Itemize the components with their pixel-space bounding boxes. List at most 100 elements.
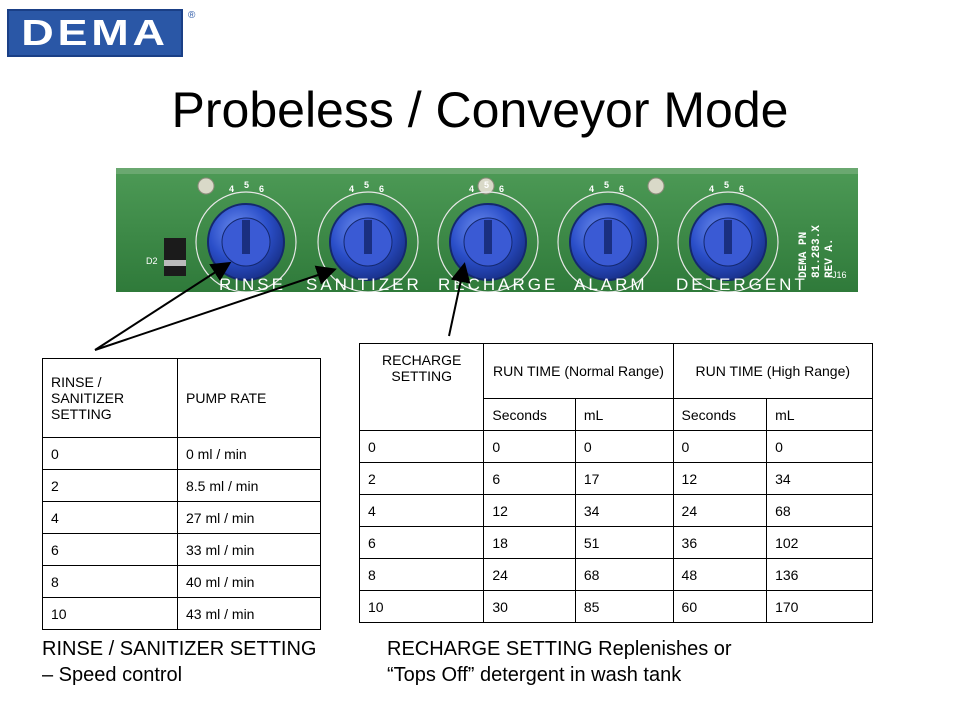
table-cell: 51 <box>574 526 674 559</box>
table-cell: 34 <box>574 494 674 527</box>
table-cell: 102 <box>766 526 873 559</box>
svg-text:6: 6 <box>259 184 264 194</box>
header-run-time-high: RUN TIME (High Range) <box>672 343 874 399</box>
caption-rinse-sanitizer: RINSE / SANITIZER SETTING – Speed contro… <box>42 636 382 688</box>
table-cell: 2 <box>42 469 178 502</box>
knob-label-alarm: ALARM <box>574 275 648 292</box>
table-cell: 0 <box>672 430 768 463</box>
svg-text:5: 5 <box>244 180 249 190</box>
table-cell: 27 ml / min <box>177 501 321 534</box>
caption-line: RINSE / SANITIZER SETTING <box>42 638 317 660</box>
table-cell: 12 <box>483 494 576 527</box>
knob-label-rinse: RINSE <box>219 275 286 292</box>
table-cell: 6 <box>358 526 485 559</box>
knob-alarm <box>557 191 659 292</box>
dema-logo: DEMA <box>7 9 183 57</box>
table-cell: 48 <box>672 558 768 591</box>
caption-line: “Tops Off” detergent in wash tank <box>387 664 682 686</box>
table-cell: 0 <box>574 430 674 463</box>
table-cell: 24 <box>483 558 576 591</box>
table-cell: 30 <box>483 590 576 623</box>
table-cell: 0 <box>358 430 485 463</box>
table-cell: 2 <box>358 462 485 495</box>
table-cell: 68 <box>766 494 873 527</box>
table-cell: 8 <box>358 558 485 591</box>
svg-text:6: 6 <box>619 184 624 194</box>
header-pump-rate: PUMP RATE <box>177 358 321 438</box>
logo-text: DEMA <box>21 12 169 53</box>
table-cell: 60 <box>672 590 768 623</box>
table-cell: 18 <box>483 526 576 559</box>
table-cell: 33 ml / min <box>177 533 321 566</box>
table-cell: 8 <box>42 565 178 598</box>
table-cell: 12 <box>672 462 768 495</box>
table-cell: 6 <box>483 462 576 495</box>
svg-text:4: 4 <box>709 184 714 194</box>
table-cell: 4 <box>42 501 178 534</box>
table-cell: 24 <box>672 494 768 527</box>
table-cell: 0 <box>483 430 576 463</box>
knob-label-sanitizer: SANITIZER <box>306 275 422 292</box>
page-title: Probeless / Conveyor Mode <box>171 82 789 138</box>
subheader-ml: mL <box>766 398 873 431</box>
table-cell: 85 <box>574 590 674 623</box>
part-label: J16 <box>832 270 847 280</box>
svg-text:5: 5 <box>364 180 369 190</box>
svg-text:5: 5 <box>604 180 609 190</box>
caption-recharge: RECHARGE SETTING Replenishes or “Tops Of… <box>387 636 817 688</box>
svg-text:6: 6 <box>379 184 384 194</box>
table-cell: 0 ml / min <box>177 437 321 470</box>
header-run-time-normal: RUN TIME (Normal Range) <box>483 343 674 399</box>
header-recharge-setting: RECHARGE SETTING <box>358 343 485 431</box>
registered-mark: ® <box>188 10 196 21</box>
table-cell: 0 <box>766 430 873 463</box>
table-cell: 36 <box>672 526 768 559</box>
knob-sanitizer <box>317 191 419 292</box>
knob-detergent <box>677 191 779 292</box>
table-cell: 17 <box>574 462 674 495</box>
table-cell: 40 ml / min <box>177 565 321 598</box>
subheader-seconds: Seconds <box>672 398 768 431</box>
header-setting: RINSE / SANITIZER SETTING <box>42 358 178 438</box>
table-cell: 43 ml / min <box>177 597 321 630</box>
table-cell: 34 <box>766 462 873 495</box>
svg-text:5: 5 <box>484 180 489 190</box>
table-cell: 4 <box>358 494 485 527</box>
table-cell: 6 <box>42 533 178 566</box>
recharge-table: RECHARGE SETTING RUN TIME (Normal Range)… <box>358 343 874 623</box>
table-cell: 10 <box>358 590 485 623</box>
table-header-row: RECHARGE SETTING RUN TIME (Normal Range)… <box>358 343 874 431</box>
svg-text:4: 4 <box>229 184 234 194</box>
table-cell: 136 <box>766 558 873 591</box>
caption-line: – Speed control <box>42 664 183 686</box>
silkscreen-line-2: 81.283.X <box>811 225 823 278</box>
diode-label: D2 <box>146 256 158 266</box>
svg-text:5: 5 <box>724 180 729 190</box>
subheader-seconds: Seconds <box>483 398 576 431</box>
table-cell: 10 <box>42 597 178 630</box>
silkscreen-line-1: DEMA PN <box>798 232 810 278</box>
caption-line: RECHARGE SETTING Replenishes or <box>387 638 732 660</box>
svg-text:6: 6 <box>739 184 744 194</box>
knob-label-detergent: DETERGENT <box>676 275 808 292</box>
svg-text:4: 4 <box>349 184 354 194</box>
table-cell: 68 <box>574 558 674 591</box>
table-header-row: RINSE / SANITIZER SETTING PUMP RATE <box>42 358 321 438</box>
knob-rinse <box>195 191 297 292</box>
table-cell: 0 <box>42 437 178 470</box>
subheader-ml: mL <box>574 398 674 431</box>
